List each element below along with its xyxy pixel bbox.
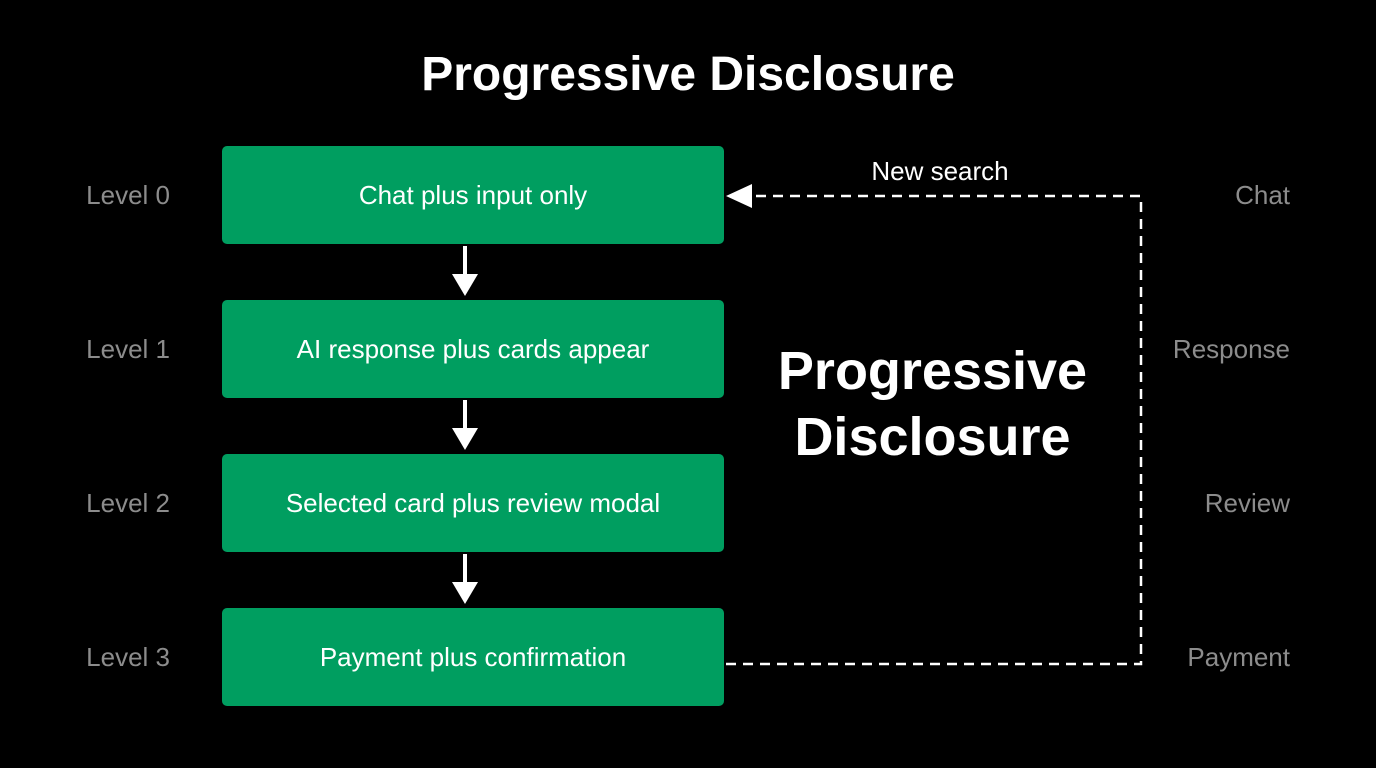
level-label-3: Level 3 bbox=[86, 642, 170, 672]
down-arrow-icon bbox=[452, 554, 478, 604]
diagram-title: Progressive Disclosure bbox=[421, 48, 955, 101]
step-box-label: AI response plus cards appear bbox=[296, 333, 650, 364]
stage-label-1: Response bbox=[1172, 334, 1290, 364]
level-label-2: Level 2 bbox=[86, 488, 170, 518]
stage-label-3: Payment bbox=[1187, 642, 1290, 672]
dashed-loop-line bbox=[726, 194, 1143, 666]
stage-label-2: Review bbox=[1204, 488, 1290, 518]
center-title-line-1: Progressive bbox=[777, 341, 1088, 401]
step-box-level-2: Selected card plus review modal bbox=[222, 454, 724, 552]
down-arrow-icon bbox=[452, 400, 478, 450]
stage-label-0: Chat bbox=[1235, 180, 1290, 210]
level-label-1: Level 1 bbox=[86, 334, 170, 364]
loop-label: New search bbox=[871, 156, 1009, 186]
step-box-label: Selected card plus review modal bbox=[285, 487, 661, 518]
step-box-level-0: Chat plus input only bbox=[222, 146, 724, 244]
center-title-line-2: Disclosure bbox=[794, 407, 1071, 467]
step-box-label: Chat plus input only bbox=[358, 179, 588, 210]
step-box-level-1: AI response plus cards appear bbox=[222, 300, 724, 398]
step-box-level-3: Payment plus confirmation bbox=[222, 608, 724, 706]
center-title: Progressive Disclosure bbox=[735, 338, 1130, 470]
arrowhead-icon bbox=[726, 184, 752, 208]
step-box-label: Payment plus confirmation bbox=[319, 641, 627, 672]
level-label-0: Level 0 bbox=[86, 180, 170, 210]
down-arrow-icon bbox=[452, 246, 478, 296]
